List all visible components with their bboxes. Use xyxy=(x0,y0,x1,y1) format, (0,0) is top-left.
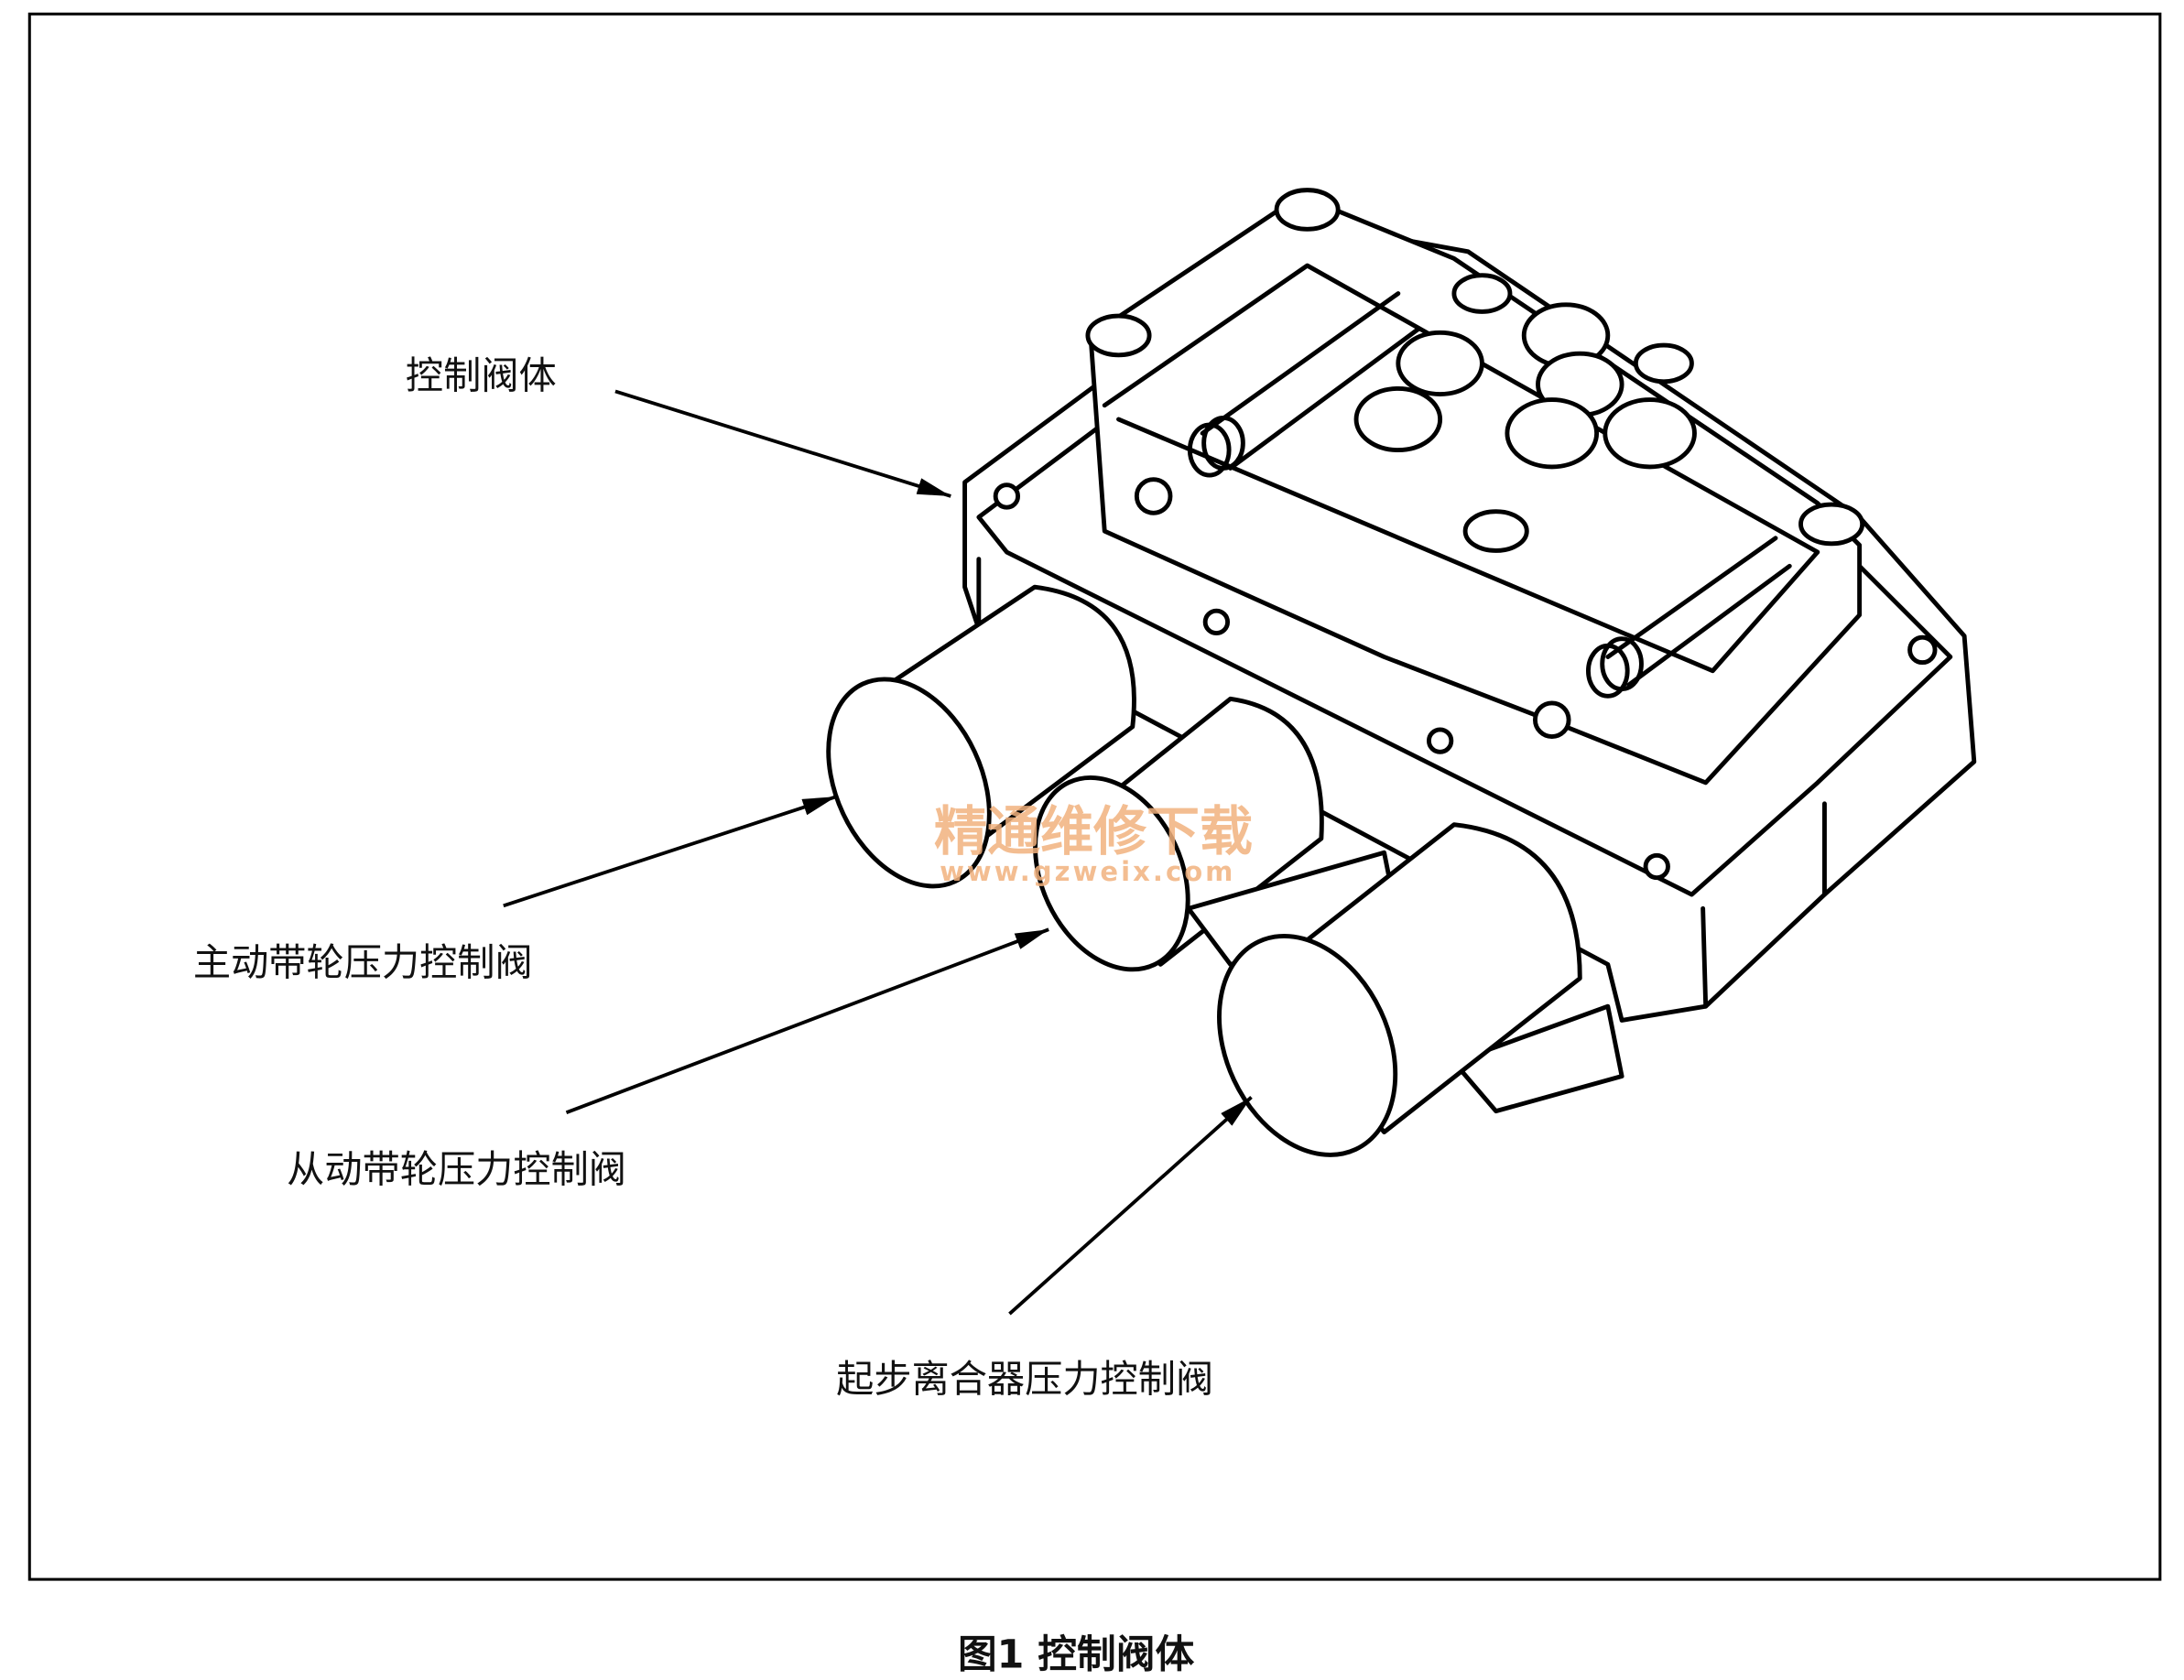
arrow-drive-pulley-valve xyxy=(503,795,837,908)
label-start-clutch-valve: 起步离合器压力控制阀 xyxy=(836,1358,1213,1402)
label-driven-pulley-valve: 从动带轮压力控制阀 xyxy=(287,1148,626,1192)
solenoid-start-clutch xyxy=(1217,822,1582,1157)
arrow-driven-pulley-valve xyxy=(565,927,1049,1114)
solenoid-driven-pulley xyxy=(1033,696,1324,972)
label-valve-body: 控制阀体 xyxy=(406,353,557,397)
arrow-start-clutch-valve xyxy=(1008,1095,1253,1316)
watermark-url: www.gzweix.com xyxy=(940,856,1235,887)
figure-caption: 图1 控制阀体 xyxy=(958,1631,1195,1677)
figure-frame xyxy=(27,12,2162,1581)
valve-body-illustration xyxy=(826,188,1977,1157)
arrow-valve-body xyxy=(614,389,951,498)
label-drive-pulley-valve: 主动带轮压力控制阀 xyxy=(193,941,533,985)
watermark-title: 精通维修下载 xyxy=(934,800,1253,862)
solenoid-drive-pulley xyxy=(826,584,1136,889)
